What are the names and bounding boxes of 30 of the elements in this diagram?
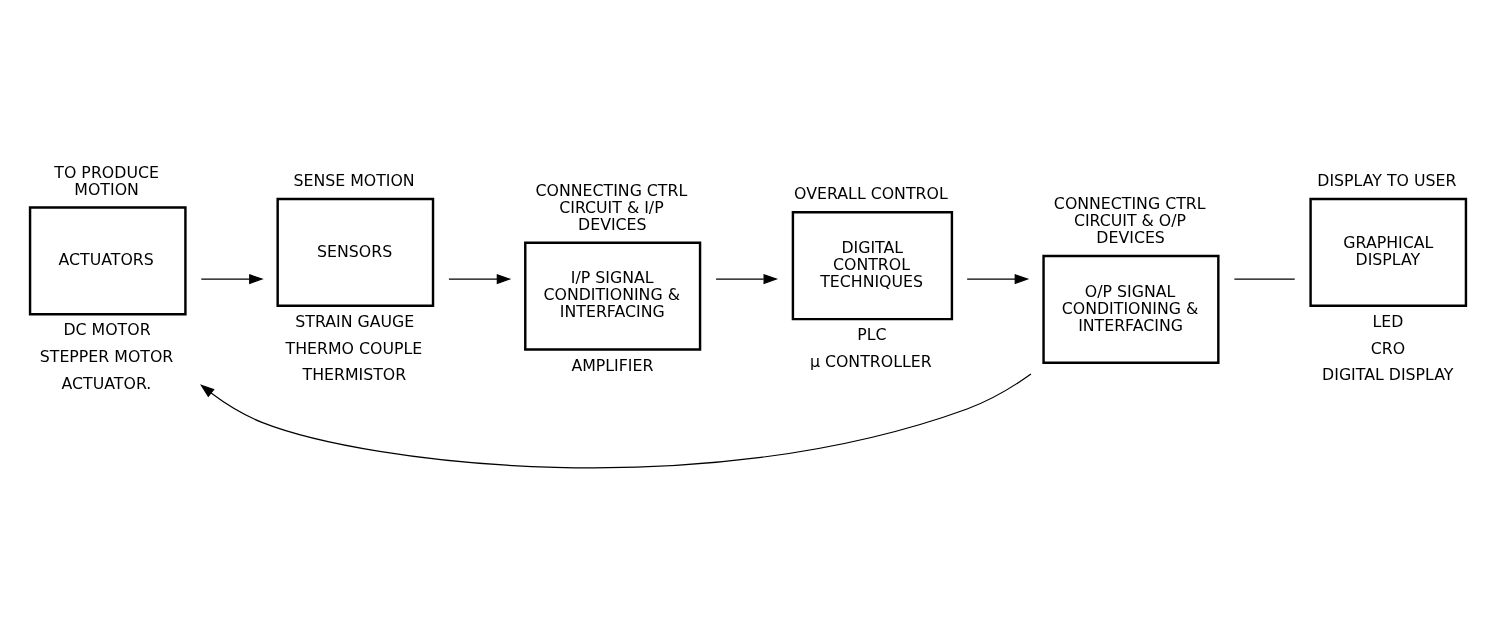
node-label: STRAIN GAUGE (295, 311, 415, 331)
arrow (966, 274, 1030, 285)
node-label: AMPLIFIER (571, 355, 654, 375)
node-box: SENSORS (276, 197, 435, 307)
node-label: THERMO COUPLE (285, 338, 423, 358)
connector (1233, 278, 1296, 280)
arrow (200, 274, 264, 285)
arrow (448, 274, 512, 285)
node-label: DIGITAL DISPLAY (1322, 365, 1454, 385)
node-label: STEPPER MOTOR (39, 347, 174, 367)
node-label: μ CONTROLLER (809, 351, 932, 371)
node-label: LED (1372, 311, 1404, 331)
node-label: CONNECTING CTRL CIRCUIT & I/P DEVICES (535, 180, 688, 234)
node-label: TO PRODUCE MOTION (54, 162, 159, 199)
arrow (715, 274, 779, 285)
node-label: CONNECTING CTRL CIRCUIT & O/P DEVICES (1053, 194, 1206, 248)
node-label: DC MOTOR (63, 320, 151, 340)
node-box: DIGITAL CONTROL TECHNIQUES (791, 211, 954, 321)
node-label: CRO (1370, 338, 1406, 358)
node-label: ACTUATOR. (61, 373, 152, 393)
node-label: OVERALL CONTROL (794, 184, 948, 204)
node-label: SENSE MOTION (293, 171, 415, 191)
node-label: PLC (857, 325, 887, 345)
node-box: I/P SIGNAL CONDITIONING & INTERFACING (524, 241, 702, 351)
node-box: ACTUATORS (28, 206, 187, 316)
node-label: THERMISTOR (302, 365, 407, 385)
node-box: O/P SIGNAL CONDITIONING & INTERFACING (1042, 254, 1220, 365)
node-box: GRAPHICAL DISPLAY (1309, 197, 1468, 307)
node-label: DISPLAY TO USER (1317, 171, 1457, 191)
arrow (200, 373, 1032, 469)
